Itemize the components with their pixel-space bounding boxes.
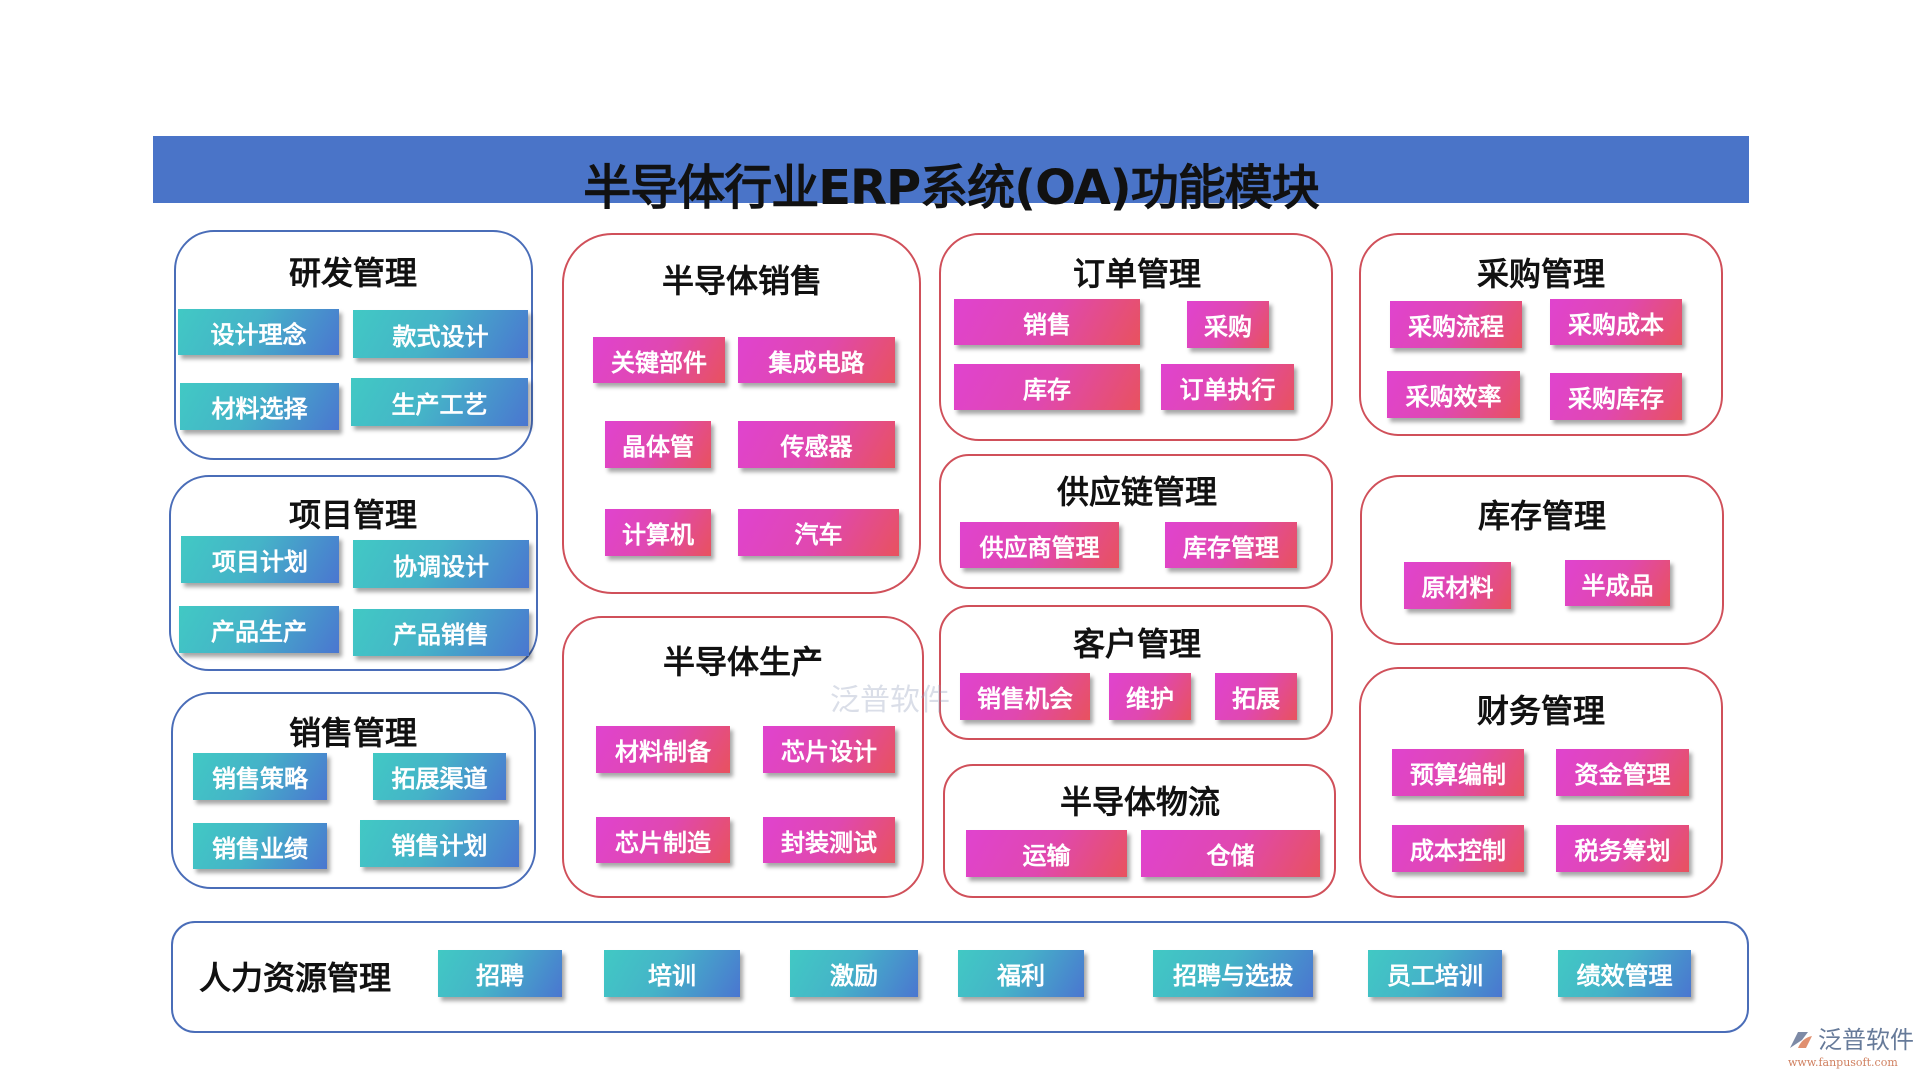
module-item[interactable]: 招聘与选拔 bbox=[1153, 950, 1313, 997]
module-item[interactable]: 采购成本 bbox=[1550, 299, 1682, 345]
module-item[interactable]: 订单执行 bbox=[1161, 364, 1294, 410]
module-inventory bbox=[1360, 475, 1724, 645]
module-title: 研发管理 bbox=[288, 254, 418, 292]
module-title: 订单管理 bbox=[1072, 255, 1202, 293]
module-item[interactable]: 采购 bbox=[1187, 301, 1269, 348]
logo-name: 泛普软件 bbox=[1818, 1026, 1914, 1054]
module-item[interactable]: 材料选择 bbox=[180, 383, 339, 430]
module-item[interactable]: 产品生产 bbox=[179, 606, 339, 653]
module-title: 人力资源管理 bbox=[198, 959, 392, 997]
module-item[interactable]: 材料制备 bbox=[596, 726, 730, 773]
module-item[interactable]: 资金管理 bbox=[1556, 749, 1689, 796]
module-item[interactable]: 生产工艺 bbox=[351, 378, 528, 426]
module-item[interactable]: 项目计划 bbox=[181, 536, 339, 583]
module-item[interactable]: 半成品 bbox=[1565, 560, 1670, 606]
module-item[interactable]: 员工培训 bbox=[1368, 950, 1502, 997]
module-item[interactable]: 销售策略 bbox=[193, 753, 327, 800]
module-item[interactable]: 设计理念 bbox=[178, 309, 339, 355]
module-title: 半导体销售 bbox=[661, 262, 823, 300]
module-item[interactable]: 关键部件 bbox=[593, 337, 725, 383]
module-item[interactable]: 供应商管理 bbox=[960, 522, 1119, 568]
module-item[interactable]: 成本控制 bbox=[1392, 825, 1524, 872]
module-title: 采购管理 bbox=[1476, 255, 1606, 293]
module-item[interactable]: 封装测试 bbox=[763, 817, 895, 863]
module-item[interactable]: 款式设计 bbox=[353, 310, 528, 358]
module-title: 供应链管理 bbox=[1056, 473, 1218, 511]
module-item[interactable]: 原材料 bbox=[1404, 562, 1511, 609]
title-bar bbox=[153, 136, 1749, 203]
module-item[interactable]: 仓储 bbox=[1141, 830, 1320, 877]
module-item[interactable]: 协调设计 bbox=[353, 540, 529, 588]
module-item[interactable]: 培训 bbox=[604, 950, 740, 997]
module-title: 销售管理 bbox=[288, 714, 418, 752]
module-item[interactable]: 销售机会 bbox=[960, 673, 1090, 720]
module-item[interactable]: 运输 bbox=[966, 830, 1127, 877]
logo-icon bbox=[1790, 1032, 1812, 1048]
module-item[interactable]: 福利 bbox=[958, 950, 1084, 997]
module-title: 财务管理 bbox=[1476, 692, 1606, 730]
module-item[interactable]: 产品销售 bbox=[353, 609, 529, 656]
module-title: 半导体物流 bbox=[1059, 783, 1221, 821]
logo-row: 泛普软件 bbox=[1788, 1026, 1914, 1054]
module-item[interactable]: 绩效管理 bbox=[1558, 950, 1691, 997]
module-item[interactable]: 采购效率 bbox=[1387, 371, 1520, 418]
module-item[interactable]: 税务筹划 bbox=[1556, 825, 1689, 872]
module-item[interactable]: 销售 bbox=[954, 299, 1140, 345]
brand-logo: 泛普软件 www.fanpusoft.com bbox=[1788, 1026, 1914, 1069]
module-item[interactable]: 采购流程 bbox=[1390, 301, 1522, 348]
logo-url: www.fanpusoft.com bbox=[1788, 1056, 1898, 1069]
module-item[interactable]: 汽车 bbox=[738, 509, 899, 556]
module-item[interactable]: 拓展 bbox=[1215, 673, 1297, 720]
module-item[interactable]: 芯片制造 bbox=[596, 817, 730, 863]
watermark: 泛普软件 bbox=[830, 683, 950, 718]
module-item[interactable]: 采购库存 bbox=[1550, 373, 1682, 420]
module-item[interactable]: 库存管理 bbox=[1165, 522, 1297, 568]
module-title: 客户管理 bbox=[1072, 625, 1202, 663]
module-title: 半导体生产 bbox=[662, 643, 824, 681]
module-item[interactable]: 传感器 bbox=[738, 421, 895, 468]
module-item[interactable]: 销售计划 bbox=[360, 820, 519, 867]
module-item[interactable]: 库存 bbox=[954, 364, 1140, 410]
module-item[interactable]: 计算机 bbox=[605, 509, 711, 556]
module-item[interactable]: 芯片设计 bbox=[763, 726, 895, 773]
module-item[interactable]: 招聘 bbox=[438, 950, 562, 997]
page-title: 半导体行业ERP系统(OA)功能模块 bbox=[583, 160, 1319, 216]
module-item[interactable]: 拓展渠道 bbox=[373, 753, 506, 800]
module-item[interactable]: 维护 bbox=[1109, 673, 1191, 720]
module-item[interactable]: 销售业绩 bbox=[193, 823, 327, 869]
module-item[interactable]: 激励 bbox=[790, 950, 918, 997]
module-item[interactable]: 集成电路 bbox=[738, 337, 895, 383]
module-item[interactable]: 晶体管 bbox=[605, 421, 711, 468]
module-title: 库存管理 bbox=[1477, 497, 1607, 535]
module-item[interactable]: 预算编制 bbox=[1392, 749, 1524, 796]
module-title: 项目管理 bbox=[288, 496, 418, 534]
